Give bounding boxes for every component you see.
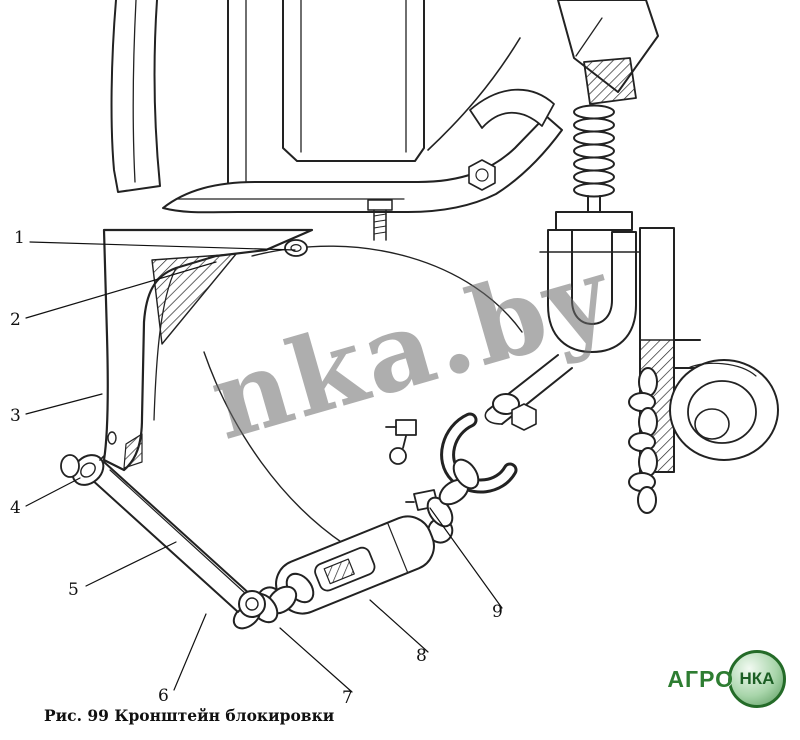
shackle-cluster bbox=[385, 354, 573, 494]
callout-5: 5 bbox=[68, 580, 79, 600]
callout-2: 2 bbox=[10, 310, 21, 330]
callout-6: 6 bbox=[158, 686, 169, 706]
right-chain bbox=[628, 367, 658, 514]
figure-caption: Рис. 99 Кронштейн блокировки bbox=[44, 706, 335, 725]
leader-lines bbox=[25, 241, 503, 693]
publisher-logo: АГРО НКА bbox=[667, 650, 786, 708]
callout-1: 1 bbox=[14, 228, 25, 248]
tractor-frame bbox=[110, 0, 563, 545]
locking-bracket bbox=[102, 228, 314, 472]
callout-7: 7 bbox=[342, 688, 353, 708]
logo-nka-badge: НКА bbox=[728, 650, 786, 708]
callout-9: 9 bbox=[492, 602, 503, 622]
ball-joint bbox=[639, 227, 779, 473]
logo-agro-text: АГРО bbox=[667, 665, 734, 692]
callout-8: 8 bbox=[416, 646, 427, 666]
callout-4: 4 bbox=[10, 498, 21, 518]
lower-link-bar bbox=[60, 443, 266, 618]
callout-3: 3 bbox=[10, 406, 21, 426]
spring-and-fork bbox=[539, 0, 659, 353]
